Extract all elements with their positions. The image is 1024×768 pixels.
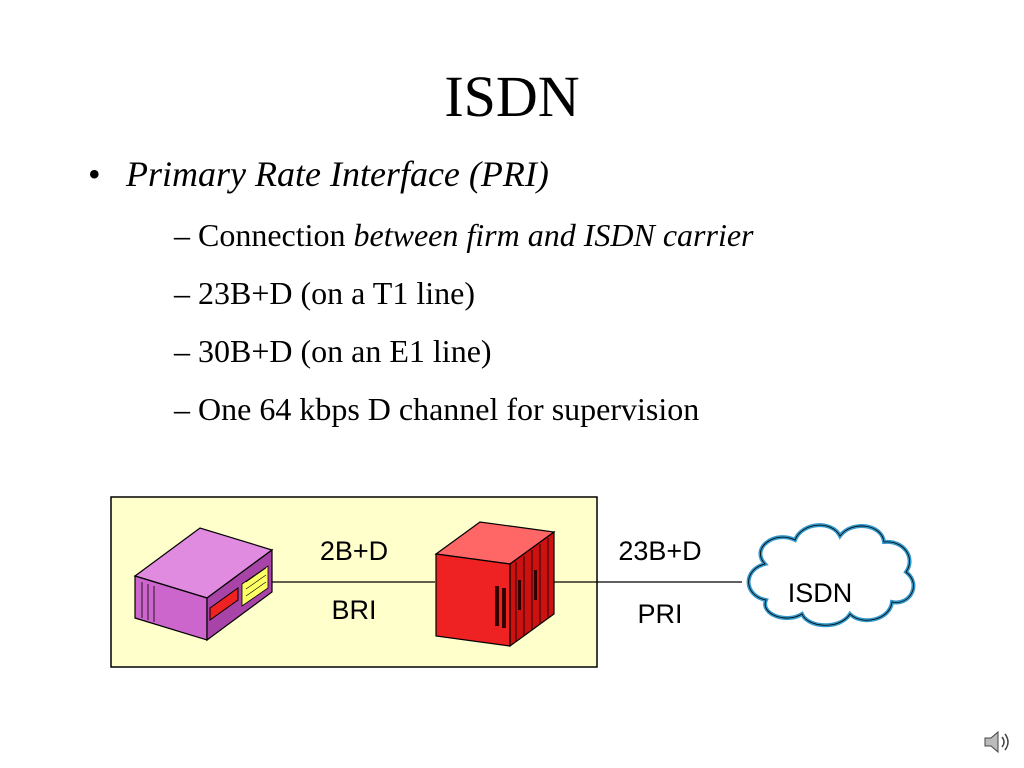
- pbx-switch-icon: [434, 521, 556, 648]
- sub-bullet-t1: – 23B+D (on a T1 line): [174, 275, 475, 311]
- terminal-adapter-icon: [133, 527, 274, 642]
- isdn-diagram: 2B+D BRI 23B+D PRI ISDN: [110, 496, 916, 668]
- sub-bullet-d-channel: – One 64 kbps D channel for supervision: [174, 391, 700, 427]
- bullet-pri: Primary Rate Interface (PRI) – Connectio…: [88, 152, 753, 438]
- bri-channels-label: 2B+D: [320, 536, 388, 566]
- sub-bullet-connection-prefix: – Connection: [174, 217, 354, 253]
- isdn-cloud-label: ISDN: [788, 578, 853, 608]
- bri-label: BRI: [331, 595, 376, 625]
- sub-bullet-connection-emphasis: between firm and ISDN carrier: [353, 217, 754, 253]
- slide-title: ISDN: [444, 64, 580, 129]
- pri-label: PRI: [637, 599, 682, 629]
- sub-bullet-e1: – 30B+D (on an E1 line): [174, 333, 492, 369]
- isdn-cloud-icon: [746, 523, 916, 628]
- sub-bullet-connection: – Connection between firm and ISDN carri…: [174, 206, 753, 264]
- sub-bullet-list: – Connection between firm and ISDN carri…: [126, 206, 753, 438]
- bullet-pri-text: Primary Rate Interface (PRI): [126, 154, 549, 194]
- speaker-icon[interactable]: [982, 727, 1012, 757]
- pri-channels-label: 23B+D: [618, 536, 701, 566]
- bullet-list: Primary Rate Interface (PRI) – Connectio…: [88, 152, 753, 438]
